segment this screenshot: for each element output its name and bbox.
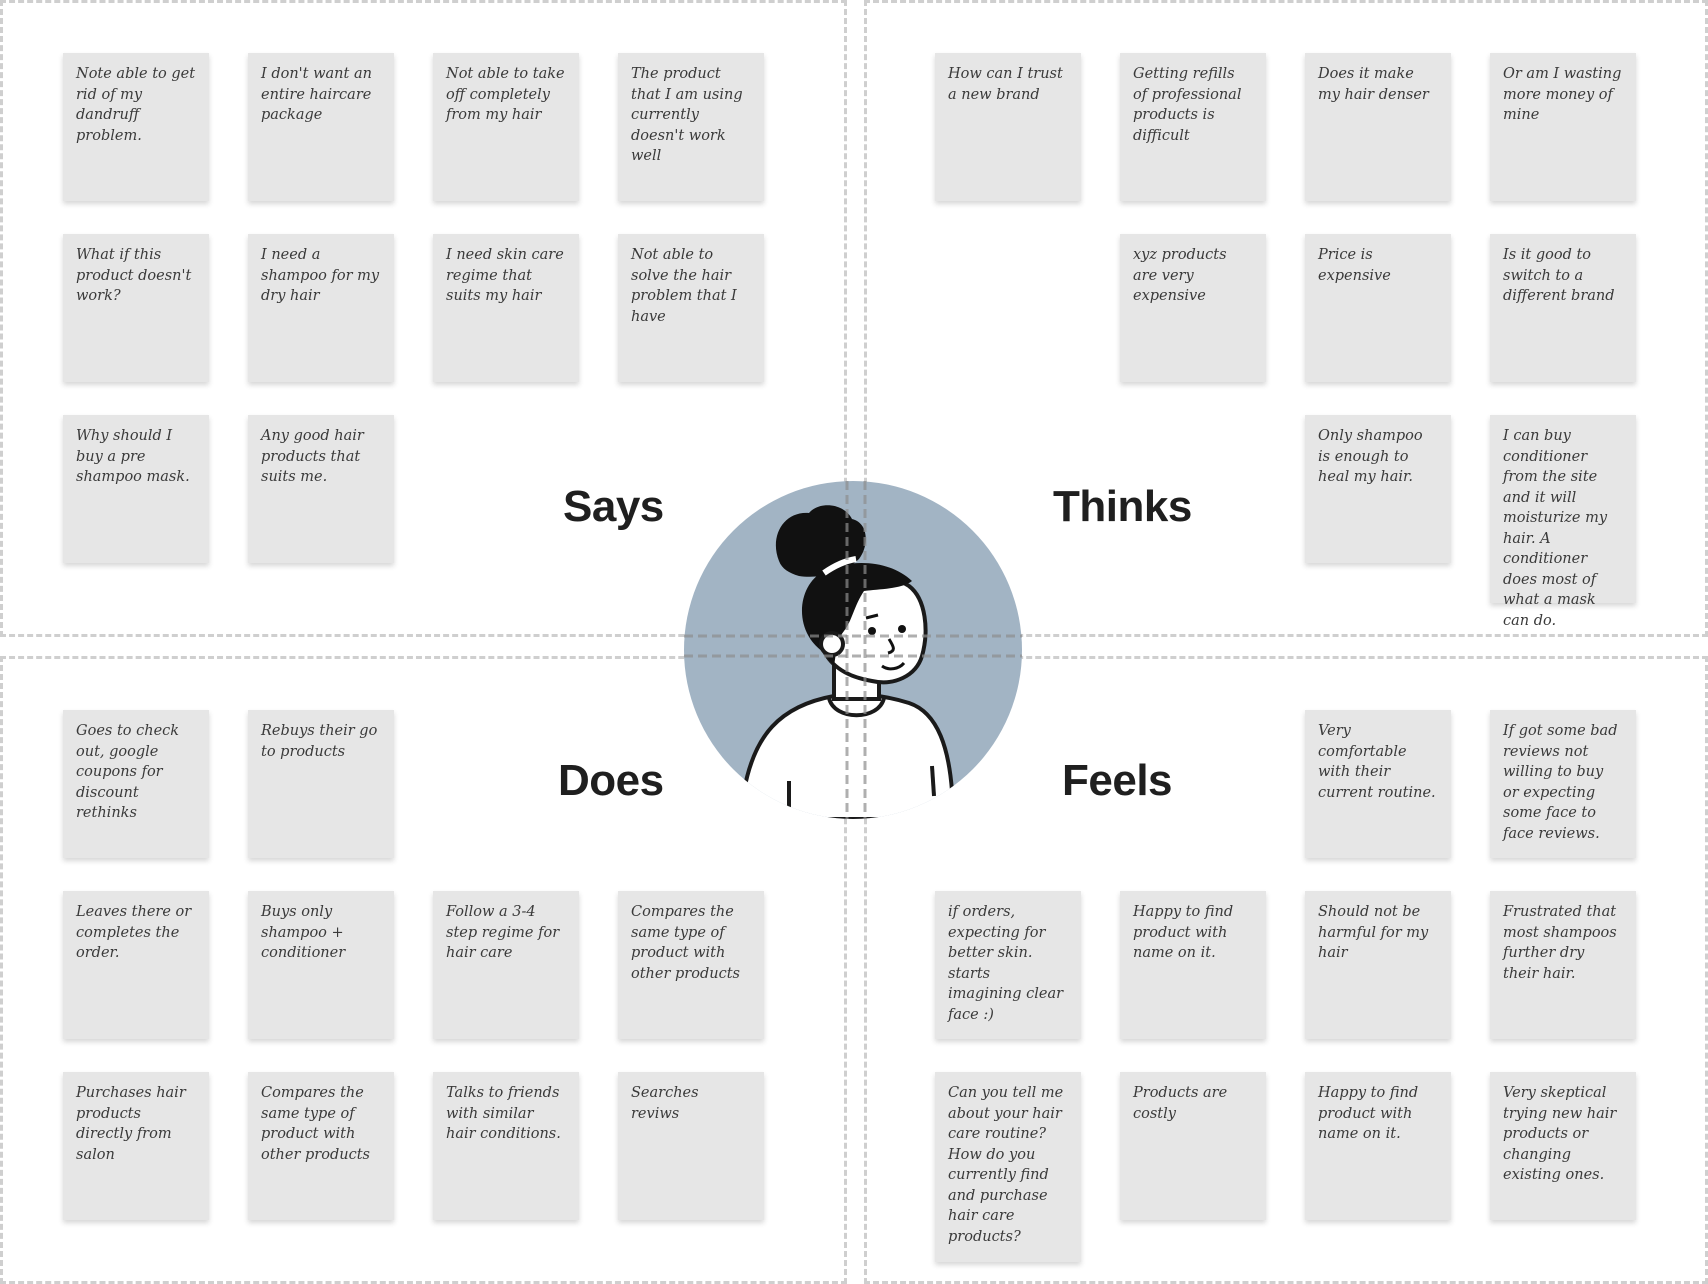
sticky-note[interactable]: Talks to friends with similar hair condi… <box>433 1072 579 1220</box>
sticky-note[interactable]: Purchases hair products directly from sa… <box>63 1072 209 1220</box>
sticky-note[interactable]: Leaves there or completes the order. <box>63 891 209 1039</box>
does-label: Does <box>558 756 664 805</box>
sticky-note[interactable]: Only shampoo is enough to heal my hair. <box>1305 415 1451 563</box>
sticky-note[interactable]: Very comfortable with their current rout… <box>1305 710 1451 858</box>
thinks-label: Thinks <box>1053 482 1192 531</box>
sticky-note[interactable]: Can you tell me about your hair care rou… <box>935 1072 1081 1262</box>
sticky-note[interactable]: Should not be harmful for my hair <box>1305 891 1451 1039</box>
sticky-note[interactable]: Compares the same type of product with o… <box>248 1072 394 1220</box>
sticky-note[interactable]: Or am I wasting more money of mine <box>1490 53 1636 201</box>
feels-label: Feels <box>1062 756 1173 805</box>
sticky-note[interactable]: Does it make my hair denser <box>1305 53 1451 201</box>
sticky-note[interactable]: Compares the same type of product with o… <box>618 891 764 1039</box>
sticky-note[interactable]: Happy to find product with name on it. <box>1305 1072 1451 1220</box>
sticky-note[interactable]: Note able to get rid of my dandruff prob… <box>63 53 209 201</box>
sticky-note[interactable]: How can I trust a new brand <box>935 53 1081 201</box>
sticky-note[interactable]: What if this product doesn't work? <box>63 234 209 382</box>
sticky-note[interactable]: Not able to solve the hair problem that … <box>618 234 764 382</box>
sticky-note[interactable]: Follow a 3-4 step regime for hair care <box>433 891 579 1039</box>
sticky-note[interactable]: I don't want an entire haircare package <box>248 53 394 201</box>
feels-quadrant <box>864 656 1708 1284</box>
sticky-note[interactable]: Products are costly <box>1120 1072 1266 1220</box>
sticky-note[interactable]: The product that I am using currently do… <box>618 53 764 201</box>
sticky-note[interactable]: Frustrated that most shampoos further dr… <box>1490 891 1636 1039</box>
sticky-note[interactable]: Goes to check out, google coupons for di… <box>63 710 209 858</box>
sticky-note[interactable]: If got some bad reviews not willing to b… <box>1490 710 1636 858</box>
sticky-note[interactable]: Not able to take off completely from my … <box>433 53 579 201</box>
sticky-note[interactable]: I need skin care regime that suits my ha… <box>433 234 579 382</box>
sticky-note[interactable]: I can buy conditioner from the site and … <box>1490 415 1636 629</box>
sticky-note[interactable]: Searches reviws <box>618 1072 764 1220</box>
sticky-note[interactable]: if orders, expecting for better skin. st… <box>935 891 1081 1039</box>
person-avatar-icon <box>684 481 1022 819</box>
sticky-note[interactable]: Price is expensive <box>1305 234 1451 382</box>
sticky-note[interactable]: Buys only shampoo + conditioner <box>248 891 394 1039</box>
sticky-note[interactable]: Very skeptical trying new hair products … <box>1490 1072 1636 1220</box>
sticky-note[interactable]: Any good hair products that suits me. <box>248 415 394 563</box>
thinks-quadrant <box>864 0 1708 637</box>
says-quadrant <box>0 0 847 637</box>
sticky-note[interactable]: Happy to find product with name on it. <box>1120 891 1266 1039</box>
says-label: Says <box>563 482 664 531</box>
sticky-note[interactable]: Is it good to switch to a different bran… <box>1490 234 1636 382</box>
sticky-note[interactable]: Getting refills of professional products… <box>1120 53 1266 201</box>
sticky-note[interactable]: Why should I buy a pre shampoo mask. <box>63 415 209 563</box>
sticky-note[interactable]: xyz products are very expensive <box>1120 234 1266 382</box>
sticky-note[interactable]: Rebuys their go to products <box>248 710 394 858</box>
sticky-note[interactable]: I need a shampoo for my dry hair <box>248 234 394 382</box>
does-quadrant <box>0 656 847 1284</box>
